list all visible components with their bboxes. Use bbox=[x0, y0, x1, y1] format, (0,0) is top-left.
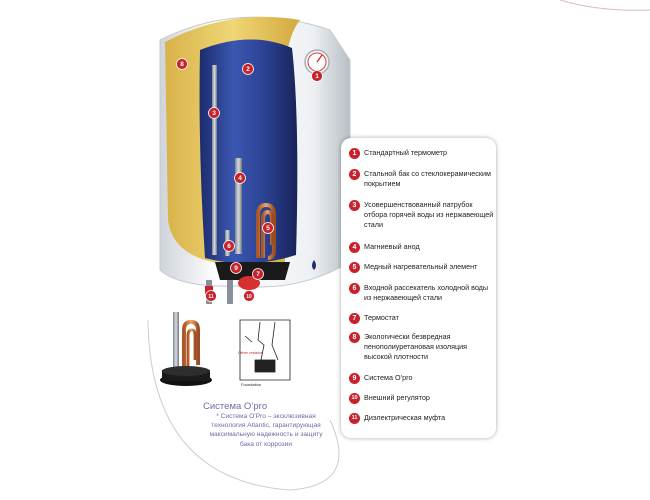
inset-label-bottom: Foundation bbox=[241, 382, 261, 387]
legend-text: Магниевый анод bbox=[364, 242, 420, 251]
legend-item-1: 1 Стандартный термометр bbox=[349, 148, 494, 159]
legend-number-badge: 9 bbox=[349, 373, 360, 384]
legend-item-11: 11 Диэлектрическая муфта bbox=[349, 413, 494, 424]
opro-title: Система O’pro bbox=[203, 401, 268, 412]
legend-text: Стальной бак со стеклокерамическим покры… bbox=[364, 169, 491, 188]
marker-number: 10 bbox=[246, 294, 252, 300]
inlet-pipe-right bbox=[227, 280, 233, 304]
legend-text: Медный нагревательный элемент bbox=[364, 262, 478, 271]
marker-6: 6 bbox=[223, 240, 235, 252]
marker-number: 1 bbox=[315, 73, 319, 80]
markers-group: 1 2 3 4 5 6 7 8 9 10 11 bbox=[176, 58, 323, 302]
dielectric-coupling bbox=[205, 286, 213, 294]
opro-device bbox=[160, 312, 212, 386]
inset-circle bbox=[147, 319, 340, 491]
marker-number: 11 bbox=[208, 294, 214, 300]
marker-9: 9 bbox=[230, 262, 242, 274]
hot-water-pipe bbox=[212, 65, 217, 255]
legend-item-6: 6 Входной рассекатель холодной воды из не… bbox=[349, 283, 494, 303]
marker-7: 7 bbox=[252, 268, 264, 280]
legend-number-badge: 1 bbox=[349, 148, 360, 159]
schematic-sketch bbox=[239, 319, 291, 381]
legend-text: Диэлектрическая муфта bbox=[364, 413, 446, 422]
legend-item-7: 7 Термостат bbox=[349, 313, 494, 324]
legend-text: Термостат bbox=[364, 313, 399, 322]
legend-text: Усовершенствованный патрубок отбора горя… bbox=[364, 200, 494, 229]
legend-number-badge: 4 bbox=[349, 242, 360, 253]
marker-number: 4 bbox=[238, 175, 242, 182]
marker-11: 11 bbox=[205, 290, 217, 302]
legend-number-badge: 7 bbox=[349, 313, 360, 324]
legend-number-badge: 5 bbox=[349, 262, 360, 273]
marker-number: 9 bbox=[234, 265, 238, 272]
legend-item-5: 5 Медный нагревательный элемент bbox=[349, 262, 494, 273]
decorative-arc bbox=[559, 0, 650, 11]
opro-description: * Система O’Pro – эксклюзивная технологи… bbox=[209, 413, 323, 448]
legend-item-9: 9 Система O’pro bbox=[349, 373, 494, 384]
legend-number-badge: 2 bbox=[349, 169, 360, 180]
legend-number-badge: 3 bbox=[349, 200, 360, 211]
marker-number: 3 bbox=[212, 110, 216, 117]
legend-number-badge: 6 bbox=[349, 283, 360, 294]
marker-3: 3 bbox=[208, 107, 220, 119]
legend-card: 1 Стандартный термометр 2 Стальной бак со с… bbox=[341, 138, 496, 438]
marker-2: 2 bbox=[242, 63, 254, 75]
legend-text: Стандартный термометр bbox=[364, 148, 447, 157]
marker-number: 6 bbox=[227, 243, 231, 250]
legend-item-3: 3 Усовершенствованный патрубок отбора гор… bbox=[349, 200, 494, 230]
legend-text: Экологически безвредная пенополиуретанов… bbox=[364, 332, 468, 361]
magnesium-anode bbox=[235, 158, 242, 254]
legend-text: Входной рассекатель холодной воды из нер… bbox=[364, 283, 489, 302]
marker-number: 7 bbox=[256, 271, 260, 278]
legend-text: Внешний регулятор bbox=[364, 393, 430, 402]
external-regulator bbox=[238, 276, 260, 290]
logo-drop bbox=[312, 260, 316, 270]
marker-number: 5 bbox=[266, 225, 270, 232]
legend-number-badge: 10 bbox=[349, 393, 360, 404]
marker-10: 10 bbox=[243, 290, 255, 302]
copper-heating-element bbox=[256, 202, 276, 260]
marker-number: 8 bbox=[180, 61, 184, 68]
marker-5: 5 bbox=[262, 222, 274, 234]
legend-item-8: 8 Экологически безвредная пенополиуретано… bbox=[349, 332, 494, 362]
legend-number-badge: 8 bbox=[349, 332, 360, 343]
legend-item-2: 2 Стальной бак со стеклокерамическим покр… bbox=[349, 169, 494, 189]
legend-item-4: 4 Магниевый анод bbox=[349, 242, 494, 253]
marker-8: 8 bbox=[176, 58, 188, 70]
inset-label-other: Other resistor bbox=[238, 350, 263, 355]
marker-4: 4 bbox=[234, 172, 246, 184]
legend-number-badge: 11 bbox=[349, 413, 360, 424]
marker-number: 2 bbox=[246, 66, 250, 73]
marker-1: 1 bbox=[311, 70, 323, 82]
legend-text: Система O’pro bbox=[364, 373, 413, 382]
legend-item-10: 10 Внешний регулятор bbox=[349, 393, 494, 404]
